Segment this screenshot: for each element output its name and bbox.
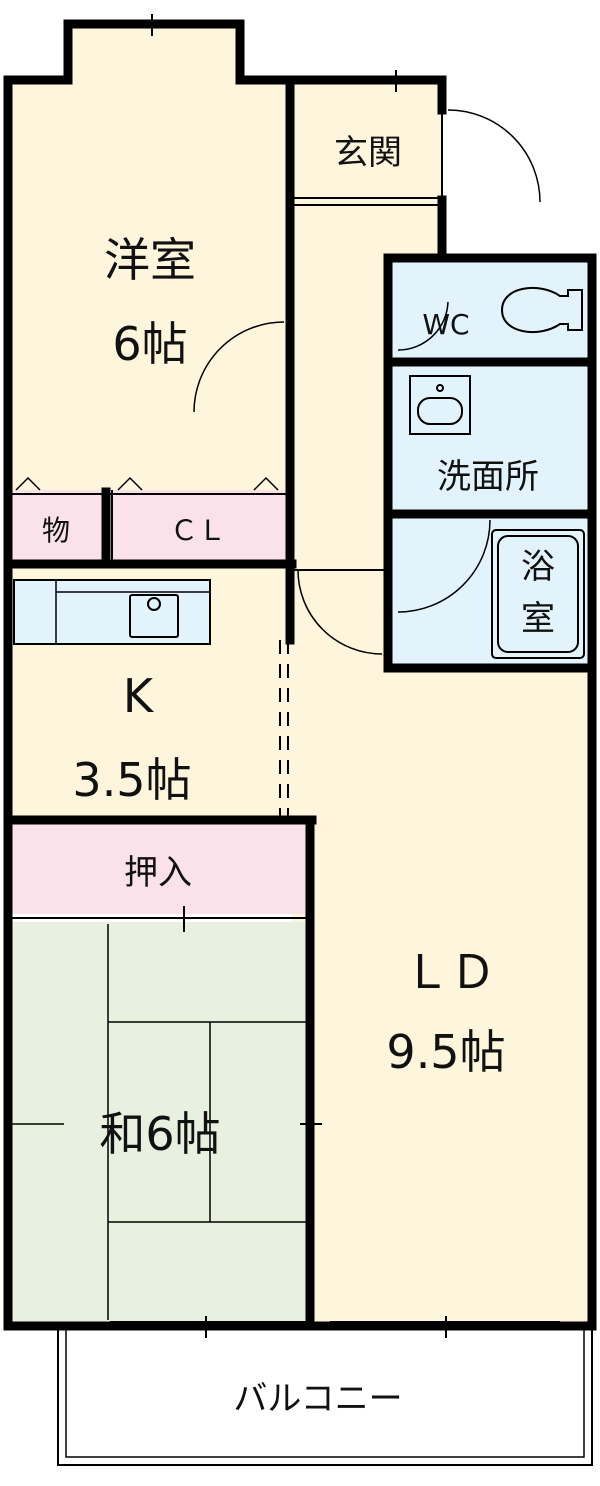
ld-size: 9.5帖	[386, 1025, 505, 1079]
japanese-room-label: 和6帖	[99, 1107, 220, 1161]
bath-label: 浴	[521, 547, 555, 587]
kitchen-name: K	[123, 669, 155, 723]
wash-basin-icon	[409, 375, 471, 435]
walls	[3, 19, 597, 1331]
western-room-size: 6帖	[112, 317, 187, 371]
floor-fills	[10, 22, 590, 1323]
western-room-name: 洋室	[104, 233, 196, 287]
oshiire-label: 押入	[124, 853, 192, 893]
labels: 洋室 6帖 玄関 WC 洗面所 浴 室 物 ＣＬ K 3.5帖 押入 和6帖 Ｌ…	[42, 133, 555, 1419]
bath-label-2: 室	[521, 599, 555, 639]
storage-label: 物	[42, 514, 70, 547]
tatami-lines	[10, 924, 306, 1320]
toilet-icon	[500, 286, 583, 334]
ld-name: ＬＤ	[404, 945, 496, 999]
kitchen-size: 3.5帖	[72, 753, 191, 807]
washroom-label: 洗面所	[437, 457, 539, 497]
entrance-label: 玄関	[334, 133, 402, 173]
closet-label: ＣＬ	[170, 514, 226, 547]
ticks	[151, 14, 447, 1338]
balcony-label: バルコニー	[233, 1379, 402, 1419]
bathtub-icon	[491, 529, 585, 659]
fixtures	[15, 109, 585, 659]
wc-label: WC	[422, 308, 469, 341]
